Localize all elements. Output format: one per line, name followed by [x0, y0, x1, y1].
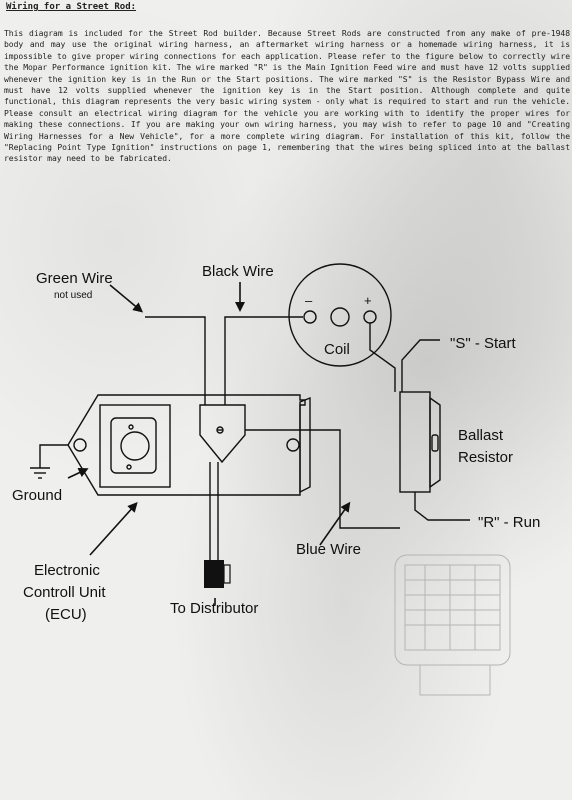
label-r-run: "R" - Run	[478, 514, 540, 531]
label-coil-plus: +	[364, 293, 372, 308]
label-ballast: Ballast	[458, 427, 504, 444]
ecu-window-circle	[120, 431, 150, 461]
ground-wire	[39, 444, 68, 468]
pointer-arrows	[67, 282, 351, 605]
coil-body	[288, 263, 392, 367]
wires	[30, 316, 470, 560]
black-wire	[224, 316, 303, 405]
ecu-mount-left	[73, 438, 87, 452]
faint-figure	[394, 554, 511, 696]
arrow-green-wire	[109, 284, 144, 313]
ecu-screw-bottom	[126, 464, 132, 470]
coil-positive-terminal	[363, 310, 377, 324]
distributor-plug-tab	[223, 564, 231, 584]
ecu-window	[110, 417, 157, 474]
label-coil: Coil	[324, 341, 350, 358]
blue-wire	[245, 429, 400, 529]
coil-center-tower	[330, 307, 350, 327]
label-coil-minus: –	[305, 293, 313, 308]
label-black-wire: Black Wire	[202, 263, 274, 280]
arrow-blue-wire	[319, 501, 351, 546]
green-wire	[145, 316, 206, 405]
label-ecu-line2: Controll Unit	[23, 584, 106, 601]
label-ecu-line1: Electronic	[34, 562, 100, 579]
label-to-distributor: To Distributor	[170, 600, 258, 617]
label-s-start: "S" - Start	[450, 335, 516, 352]
document-title: Wiring for a Street Rod:	[6, 2, 137, 12]
ballast-body	[399, 391, 431, 493]
ballast-flange	[429, 396, 441, 489]
s-start-tab	[401, 339, 440, 392]
label-not-used: not used	[54, 290, 92, 301]
coil-negative-terminal	[303, 310, 317, 324]
label-green-wire: Green Wire	[36, 270, 113, 287]
ecu-right-flange	[299, 396, 311, 494]
distributor-plug	[204, 560, 224, 588]
r-run-wire	[414, 492, 470, 521]
ecu-module	[67, 394, 311, 496]
label-ground: Ground	[12, 487, 62, 504]
label-blue-wire: Blue Wire	[296, 541, 361, 558]
ecu-connector	[199, 404, 246, 464]
label-ecu-line3: (ECU)	[45, 606, 87, 623]
ecu-mount-right	[286, 438, 300, 452]
ballast-resistor	[399, 391, 441, 493]
ecu-inner-panel	[99, 404, 171, 488]
ecu-outline	[67, 394, 306, 496]
arrow-ecu	[89, 502, 138, 556]
label-resistor: Resistor	[458, 449, 513, 466]
arrow-ground	[67, 468, 89, 479]
intro-paragraph: This diagram is included for the Street …	[4, 29, 570, 164]
ecu-screw-top	[128, 424, 134, 430]
ballast-slot	[431, 434, 439, 452]
s-start-wire	[369, 323, 396, 392]
